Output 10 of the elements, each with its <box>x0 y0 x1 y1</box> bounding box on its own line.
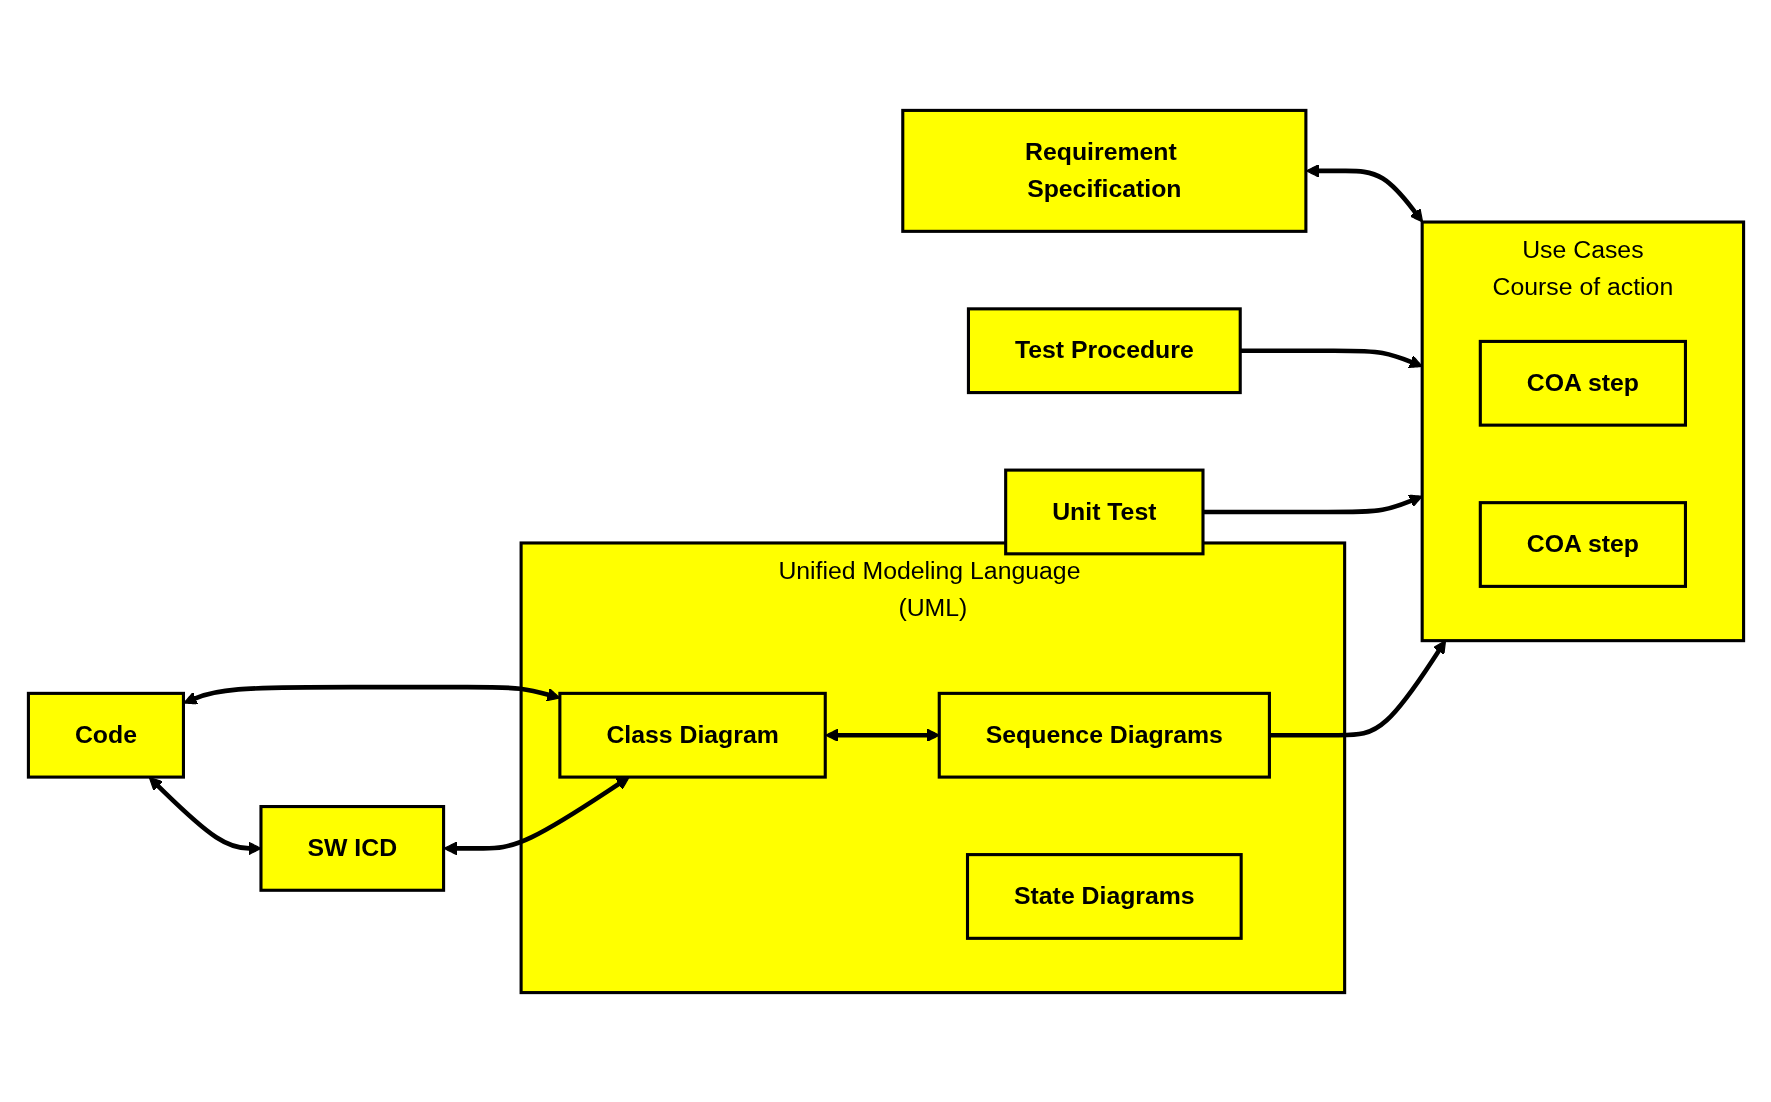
node-box: SW ICD <box>258 804 445 892</box>
node-box: COA step <box>1478 339 1687 427</box>
node-box: Test Procedure <box>966 306 1242 394</box>
node-box: Code <box>26 691 185 779</box>
node-box: State Diagrams <box>965 852 1243 940</box>
node-box: COA step <box>1478 500 1687 588</box>
node-box: Unit Test <box>1003 468 1205 555</box>
node-box: Sequence Diagrams <box>937 691 1271 779</box>
node-box: Class Diagram <box>557 691 827 779</box>
node-box: Requirement Specification <box>900 108 1307 233</box>
